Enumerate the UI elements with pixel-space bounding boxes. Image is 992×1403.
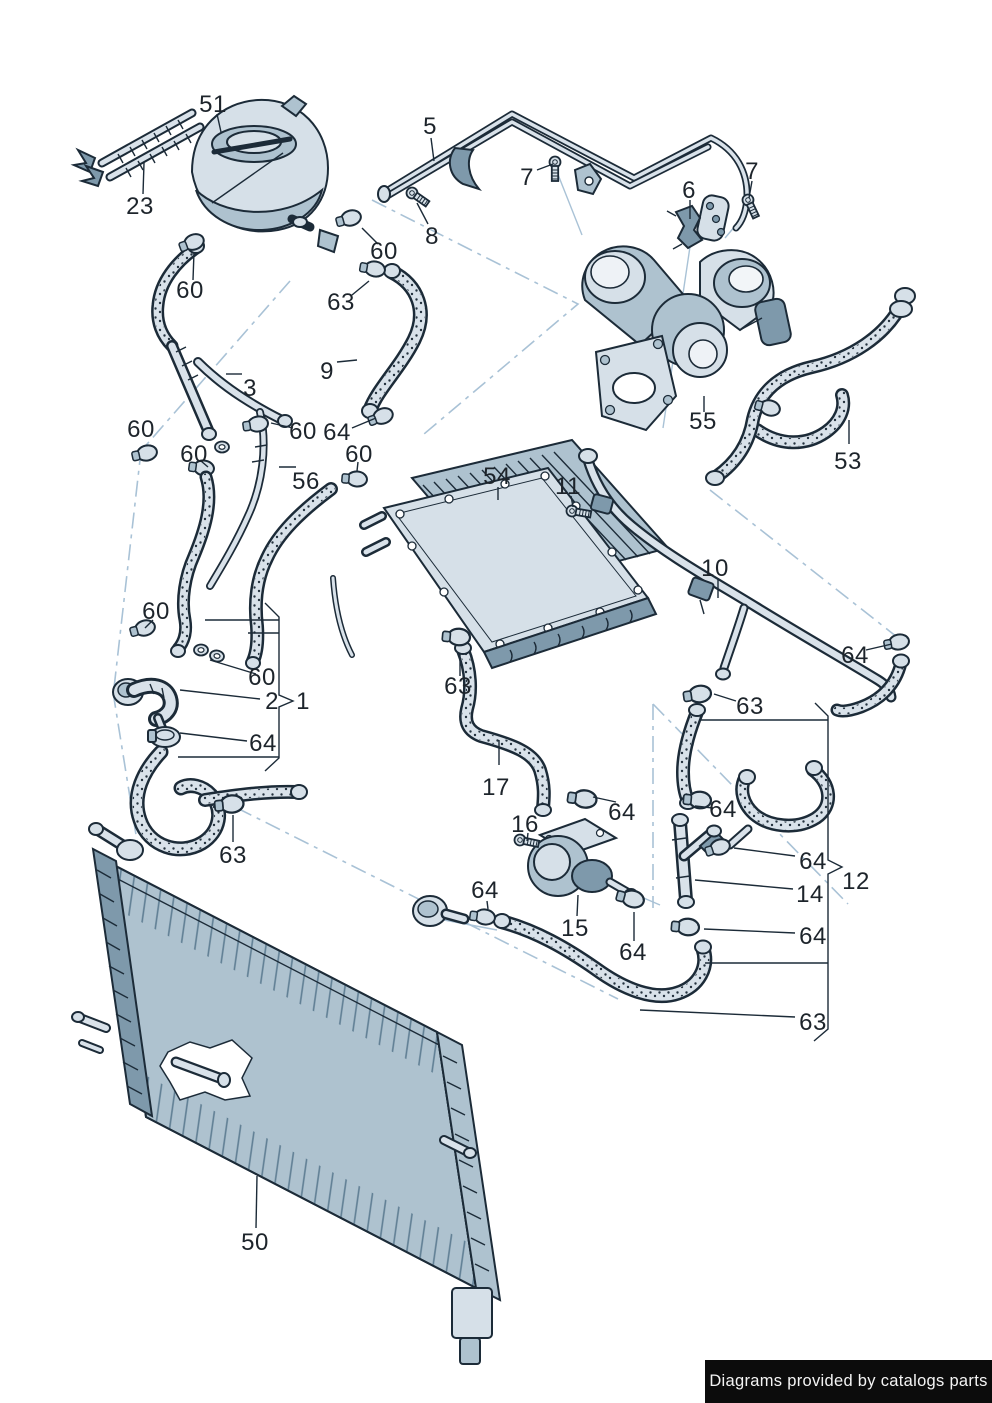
hose-17	[454, 641, 552, 817]
coolant-pipe-top	[377, 110, 751, 242]
clamp-64-pump-inlet	[565, 786, 599, 811]
hose-group-12	[680, 703, 828, 850]
turbocharger	[581, 245, 792, 432]
retaining-strap	[70, 108, 205, 188]
bolt-7-left	[548, 155, 562, 182]
hose-53	[705, 287, 916, 486]
oil-cooler	[359, 438, 670, 670]
clamp-64-lower-hose	[468, 906, 497, 927]
clamp-64-pump-outlet	[613, 885, 647, 911]
coolant-pipe-10	[578, 448, 897, 703]
t-connector-14	[671, 813, 726, 909]
hose-assembly-3	[158, 238, 293, 441]
bracket-6	[666, 204, 704, 250]
radiator	[71, 822, 502, 1365]
provider-banner-text: Diagrams provided by catalogs parts	[709, 1372, 988, 1390]
clamp-64-group12-lower	[669, 916, 701, 938]
clamp-60-left	[129, 442, 160, 465]
clamp-64-right	[881, 631, 912, 653]
hose-end-right	[837, 653, 910, 712]
clamp-63-cooler	[440, 626, 472, 648]
clamp-60-mid	[340, 469, 369, 489]
hose-9	[361, 263, 420, 419]
bolt-16	[512, 832, 541, 851]
group-brace-12	[813, 702, 844, 1042]
leader-lines	[142, 113, 893, 1229]
expansion-tank	[190, 94, 340, 254]
provider-banner: Diagrams provided by catalogs parts	[705, 1360, 992, 1403]
clamp-63-group12	[681, 683, 714, 706]
clamp-63-hose9	[357, 258, 388, 280]
group-brace-1	[264, 602, 295, 772]
pipe-56	[210, 412, 352, 655]
elbow-connector-2	[112, 677, 179, 738]
auxiliary-coolant-pump	[527, 817, 638, 900]
hose-group-1	[137, 477, 331, 849]
lower-hose-63	[412, 895, 711, 996]
washer-small	[214, 440, 230, 454]
clamp-60-pipe-end	[333, 207, 364, 231]
band-clamp-64-left	[147, 726, 181, 748]
